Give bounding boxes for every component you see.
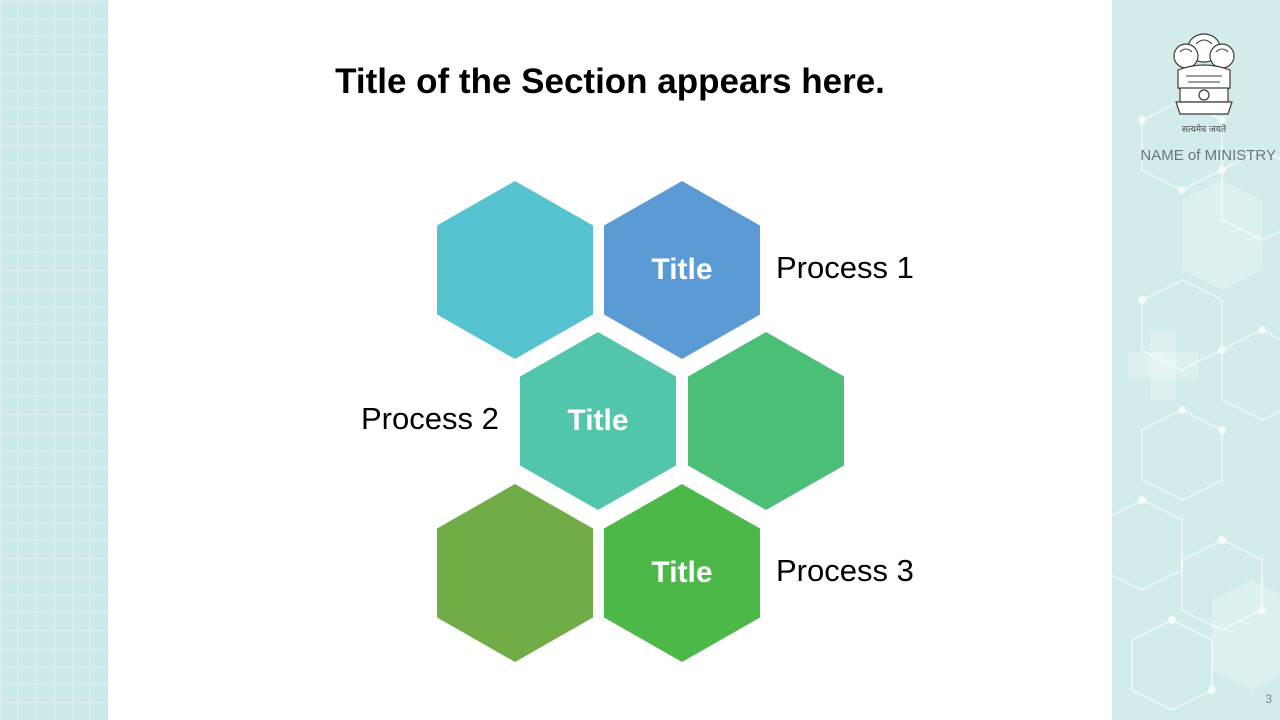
right-decorative-panel: [1112, 0, 1280, 720]
process-3-label: Process 3: [776, 553, 914, 588]
emblem-motto: सत्यमेव जयते: [1181, 125, 1227, 135]
hexagon-label: Title: [651, 253, 713, 286]
hexagon-middle-left: Title: [520, 332, 676, 510]
left-decorative-strip: [0, 0, 108, 720]
hexagon-label: Title: [567, 404, 629, 437]
process-1-label: Process 1: [776, 250, 914, 285]
hexagon-bottom-right: Title: [604, 484, 760, 662]
hexagon-label: Title: [651, 556, 713, 589]
slide-title: Title of the Section appears here.: [335, 62, 885, 101]
national-emblem-icon: [1173, 33, 1235, 115]
hexagon-middle-right: [688, 332, 844, 510]
hexagon-bottom-left: [437, 484, 593, 662]
hexagon-top-left: [437, 181, 593, 359]
hexagon-top-right: Title: [604, 181, 760, 359]
process-2-label: Process 2: [361, 401, 499, 436]
hexagon-network-background: [1112, 98, 1280, 712]
page-number: 3: [1265, 692, 1272, 706]
ministry-name: NAME of MINISTRY: [1140, 147, 1276, 164]
